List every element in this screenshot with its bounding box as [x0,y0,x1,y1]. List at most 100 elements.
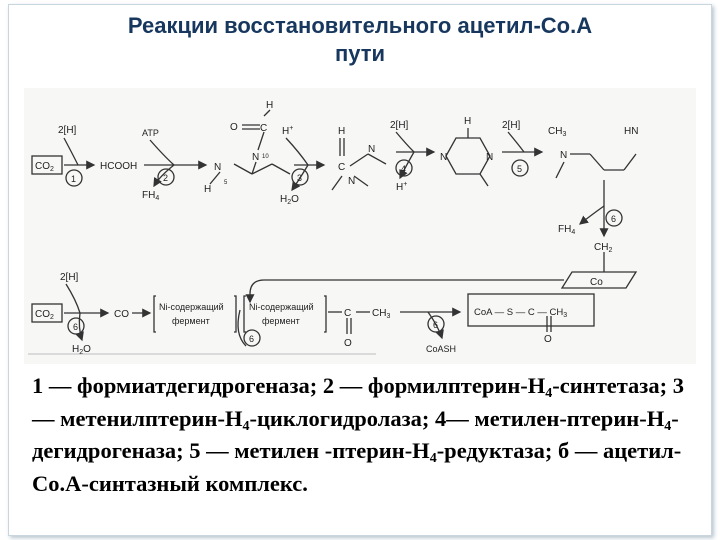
formyl-n10-num: 10 [262,154,269,160]
step-4-label: 4 [401,164,406,174]
step-1-label: 1 [71,174,76,184]
bond-n5 [209,171,221,185]
two-h-label-5: 2[H] [502,120,521,131]
arrow-2h-in-5 [507,131,525,153]
hcooh-label: HCOOH [100,161,137,172]
bond-methylene-sub [479,173,489,187]
bond-methenyl-ring-2 [367,153,387,165]
acetylcoa-box [467,293,595,327]
methyl-ch3-top: CH3 [548,126,566,138]
formyl-h-bottom: H [204,184,211,195]
methyl-n: N [560,150,567,161]
arrow-methyl-transfer [245,279,564,304]
step-6-label-top: 6 [611,214,616,224]
title-line-2: пути [334,41,386,66]
co-box [560,271,638,289]
bond-methenyl-ring-3 [331,175,343,191]
acetylcoa-o: O [544,334,552,345]
bond-ring-2 [251,163,273,175]
ni-enzyme-2-line1: Ni-содержащий [249,302,314,312]
step-2-label: 2 [163,173,168,183]
fh4-label-right: FH4 [558,224,575,236]
step-circle-6-bottom-a [67,317,85,335]
fh4-label-top: FH4 [142,190,159,202]
methyl-hn: HN [624,126,638,137]
enzyme-legend: 1 — формиатдегидрогеназа; 2 — формилптер… [32,370,700,500]
methylene-ring [445,137,491,175]
h2o-label-top: H2O [280,194,299,206]
methenyl-n: N [368,144,375,155]
legend-part-5: -редуктаза; б — ацетил-Со.А-синтазный ко… [32,438,682,496]
step-circle-1 [65,169,83,187]
step-circle-6-upper [605,209,623,227]
bracket-ni-2-left [243,295,246,333]
legend-sub-1: 4 [545,386,553,401]
step-6-label-bottom-c: 6 [433,320,438,330]
legend-part-1: 1 — формиатдегидрогеназа; 2 — формилптер… [32,373,546,398]
bond-ring-3 [271,163,291,175]
bracket-ni-1-right [234,295,237,333]
arrow-h2o-bottom [75,312,84,342]
arrow-2h-in-bottom [65,283,81,314]
arrow-h2o-out [291,164,309,192]
acetyl-o: O [344,338,352,349]
bracket-ni-2-right [324,295,327,333]
methenyl-c: C [338,162,345,173]
step-6-label-bottom-b: 6 [249,334,254,344]
step-3-label: 3 [297,173,302,183]
step-circle-6-bottom-c [427,315,445,333]
acetylcoa-label: CoA — S — C — CH3 [474,307,567,319]
step-circle-3 [291,168,309,186]
atp-label: ATP [142,128,159,138]
arrow-coash [427,311,444,340]
bracket-ni-1-left [153,295,156,333]
step-circle-5 [511,159,529,177]
step-circle-2 [157,168,175,186]
coash-label: CoASH [426,344,456,354]
formyl-n10: N [252,152,259,163]
formyl-n5: N [214,162,221,173]
bond-methyl-ring-3 [623,153,637,171]
h2o-label-bottom: H2O [72,344,91,356]
methylene-n-left: N [440,152,447,163]
acetyl-ch3: CH3 [372,308,390,320]
step-circle-4 [395,159,413,177]
co2-box-bottom [31,303,63,323]
bond-ring-1 [233,163,253,175]
bond-n10-down [251,161,257,175]
co2-label-top: CO2 [35,161,54,173]
step-circle-6-bottom-b [243,329,261,347]
hplus-label-3: H+ [282,125,293,137]
acetyl-c: C [344,308,351,319]
legend-sub-2: 4 [242,418,250,434]
legend-sub-4: 4 [429,451,437,466]
formyl-c: C [260,123,267,134]
formyl-h: H [266,100,273,111]
bond-methyl-down [555,161,565,179]
co2-label-bottom: CO2 [35,309,54,321]
step-6-label-bottom-a: 6 [73,322,78,332]
co2-box-top [31,155,63,175]
methenyl-n2: N [348,176,355,187]
arrow-loop-ni [237,309,247,347]
ni-enzyme-2-line2: фермент [262,316,300,326]
ch2-label: CH2 [594,242,612,254]
step-5-label: 5 [517,164,522,174]
two-h-label-bottom: 2[H] [60,272,79,283]
bond-methyl-ring-1 [589,153,605,171]
arrow-atp-in [149,139,175,166]
two-h-label-4: 2[H] [390,120,409,131]
formyl-o: O [230,122,238,133]
methylene-h: H [464,116,471,127]
legend-part-3: -циклогидролаза; 4— метилен-птерин-Н [249,405,665,431]
co-box-label: Co [590,277,603,288]
legend-part-4: -дегидрогеназа; 5 — метилен -птерин-Н [32,405,679,464]
co-label: CO [114,309,129,320]
pathway-diagram: CO2 2[H] 1 HCOOH ATP 2 FH4 H O C N 10 N … [24,88,696,364]
arrow-fh4-release [578,205,605,225]
bond-c-h [263,109,271,117]
arrow-hplus-in [285,137,309,166]
bond-methenyl-ring-1 [349,153,369,167]
methenyl-h: H [338,126,345,137]
bond-methenyl-ring-4 [353,175,369,187]
